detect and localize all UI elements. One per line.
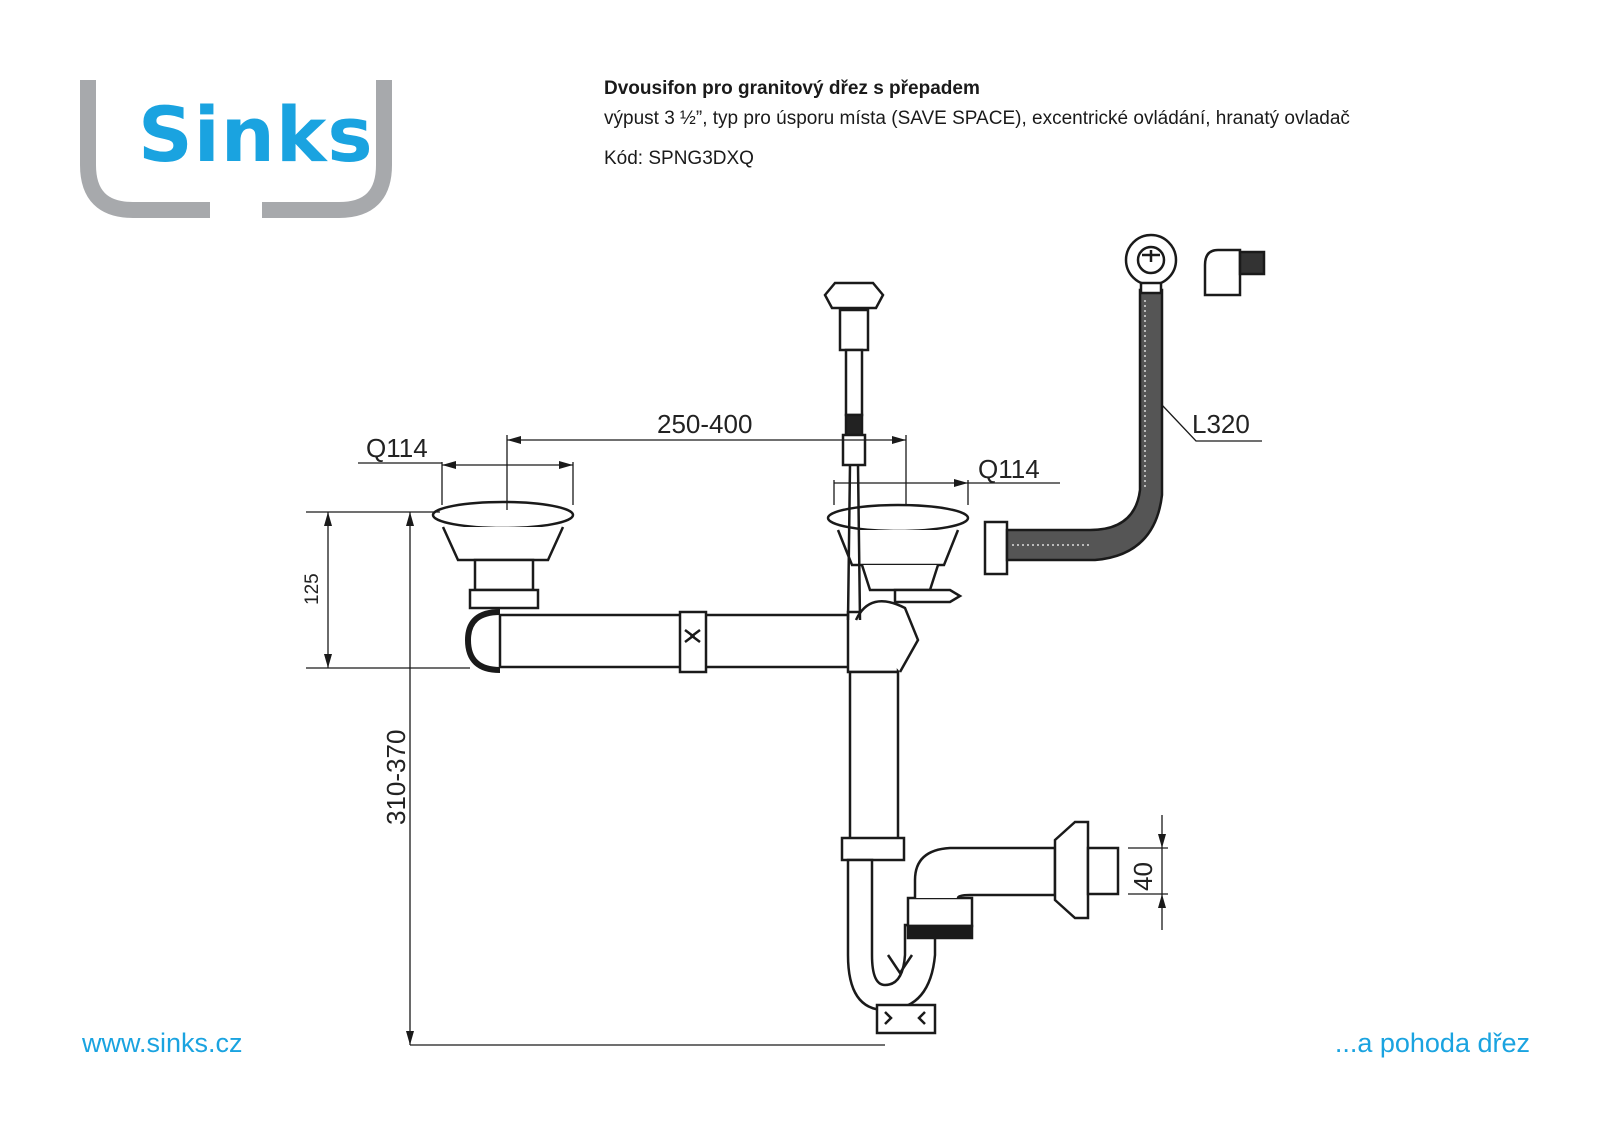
horizontal-connecting-pipe xyxy=(464,609,852,674)
logo-text: Sinks xyxy=(138,90,374,179)
product-description: výpust 3 ½”, typ pro úsporu místa (SAVE … xyxy=(604,108,1350,129)
logo-frame xyxy=(80,80,392,218)
vertical-pipe xyxy=(840,600,920,862)
outlet-diameter-label: 40 xyxy=(1128,862,1158,891)
left-strainer-diameter-label: Q114 xyxy=(366,433,428,463)
dimension-lines xyxy=(306,404,1262,1046)
overflow-hose-length-label: L320 xyxy=(1192,409,1250,439)
control-knob xyxy=(823,281,885,621)
u-trap xyxy=(846,858,937,1035)
right-strainer-diameter-label: Q114 xyxy=(978,454,1040,484)
side-outlet xyxy=(906,820,1120,940)
overflow-hose xyxy=(1005,233,1178,562)
left-strainer xyxy=(431,500,575,610)
website-link[interactable]: www.sinks.cz xyxy=(82,1028,243,1058)
strainer-spacing-label: 250-400 xyxy=(657,409,752,439)
dimension-arrows xyxy=(324,436,1166,1045)
product-header: Dvousifon pro granitový dřez s přepadem … xyxy=(604,78,1350,170)
slogan: ...a pohoda dřez xyxy=(1334,1028,1530,1058)
total-height-label: 310-370 xyxy=(381,730,411,825)
strainer-height-label: 125 xyxy=(302,573,323,605)
elbow-fitting xyxy=(1203,248,1266,297)
sinks-logo: Sinks xyxy=(80,80,392,218)
product-code: Kód: SPNG3DXQ xyxy=(604,148,754,169)
product-title: Dvousifon pro granitový dřez s přepadem xyxy=(604,78,980,99)
right-strainer xyxy=(826,503,1009,604)
